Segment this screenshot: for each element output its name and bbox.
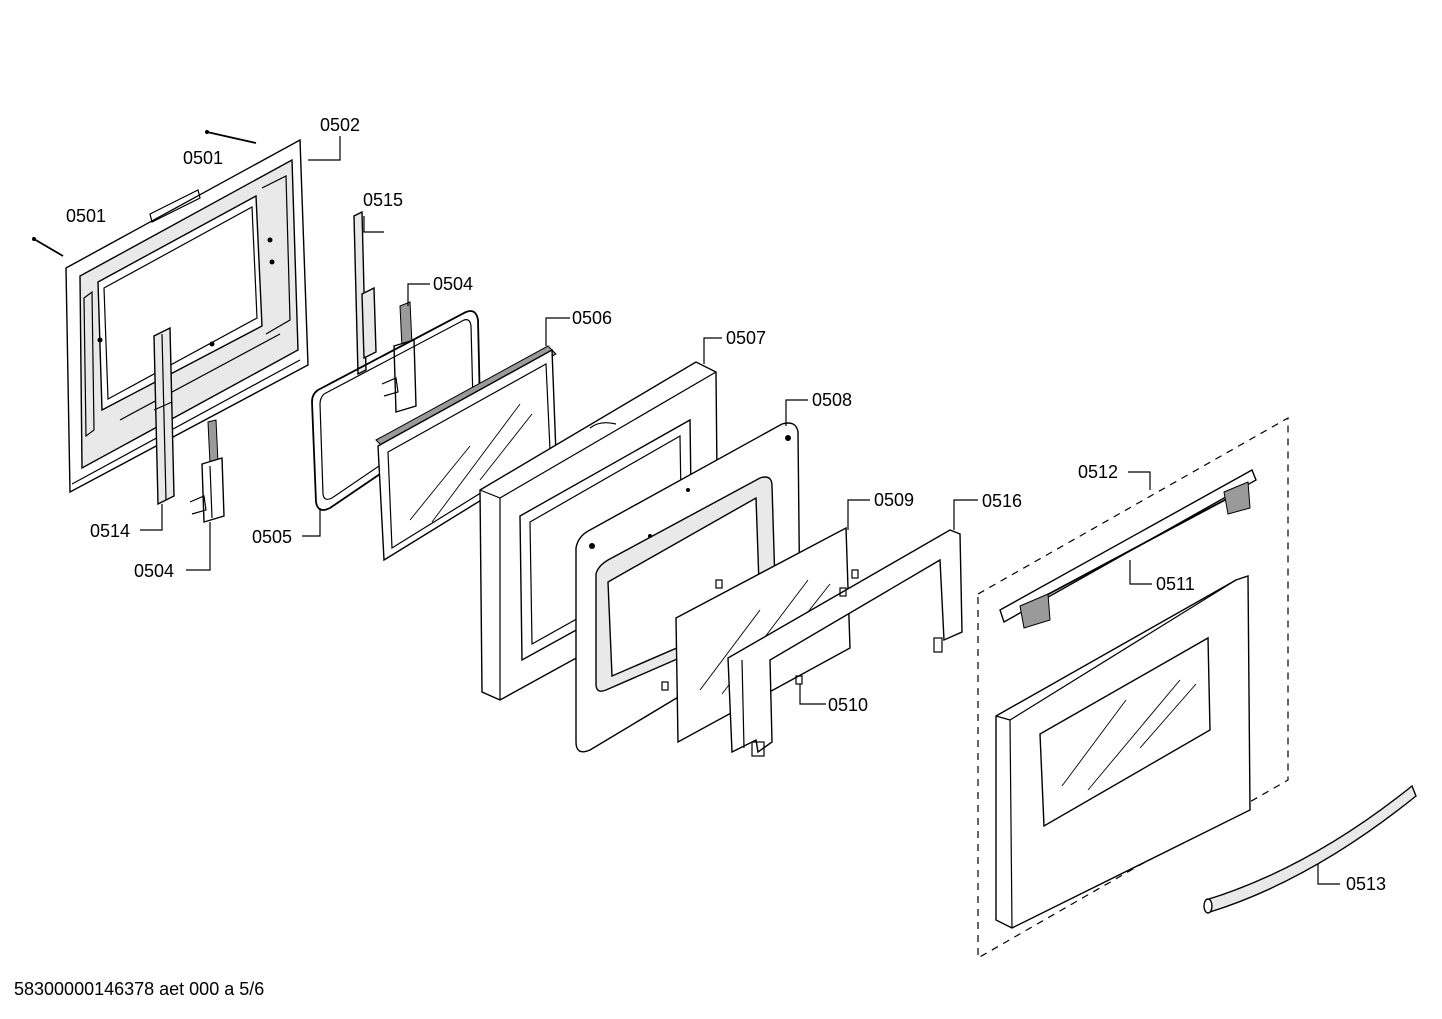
leader-lines [140, 136, 1340, 885]
label-0502: 0502 [320, 115, 360, 135]
part-0505-gasket [311, 310, 481, 511]
part-0508-door-frame [575, 422, 801, 753]
label-0501-top: 0501 [183, 148, 223, 168]
part-labels: 0501 0501 0502 0515 0504 0506 0507 0508 … [66, 115, 1386, 894]
label-0508: 0508 [812, 390, 852, 410]
label-0514: 0514 [90, 521, 130, 541]
part-0504-hinge-upper [381, 301, 417, 413]
label-0510: 0510 [828, 695, 868, 715]
label-0506: 0506 [572, 308, 612, 328]
part-outer-door-glass [995, 575, 1251, 929]
label-0509: 0509 [874, 490, 914, 510]
part-0513-door-handle [1203, 784, 1417, 914]
part-0502-inner-frame [65, 138, 309, 494]
label-0504-upper: 0504 [433, 274, 473, 294]
label-0501-left: 0501 [66, 206, 106, 226]
part-0504-hinge-lower [189, 419, 225, 523]
label-0513: 0513 [1346, 874, 1386, 894]
part-0515-side-strip [353, 210, 377, 376]
label-0515: 0515 [363, 190, 403, 210]
assembly-outer-door-dashed [977, 416, 1289, 960]
part-0516-bracket-frame [727, 529, 963, 757]
part-0512-top-rail [999, 469, 1257, 629]
part-0501-pin-top [205, 130, 257, 144]
label-0505: 0505 [252, 527, 292, 547]
label-0504-lower: 0504 [134, 561, 174, 581]
drawing-reference-code: 58300000146378 aet 000 a 5/6 [14, 979, 265, 999]
label-0511: 0511 [1156, 574, 1195, 594]
part-0501-pin-left [32, 237, 64, 257]
part-0514-side-strip [153, 326, 175, 506]
label-0512: 0512 [1078, 462, 1118, 482]
label-0507: 0507 [726, 328, 766, 348]
label-0516: 0516 [982, 491, 1022, 511]
